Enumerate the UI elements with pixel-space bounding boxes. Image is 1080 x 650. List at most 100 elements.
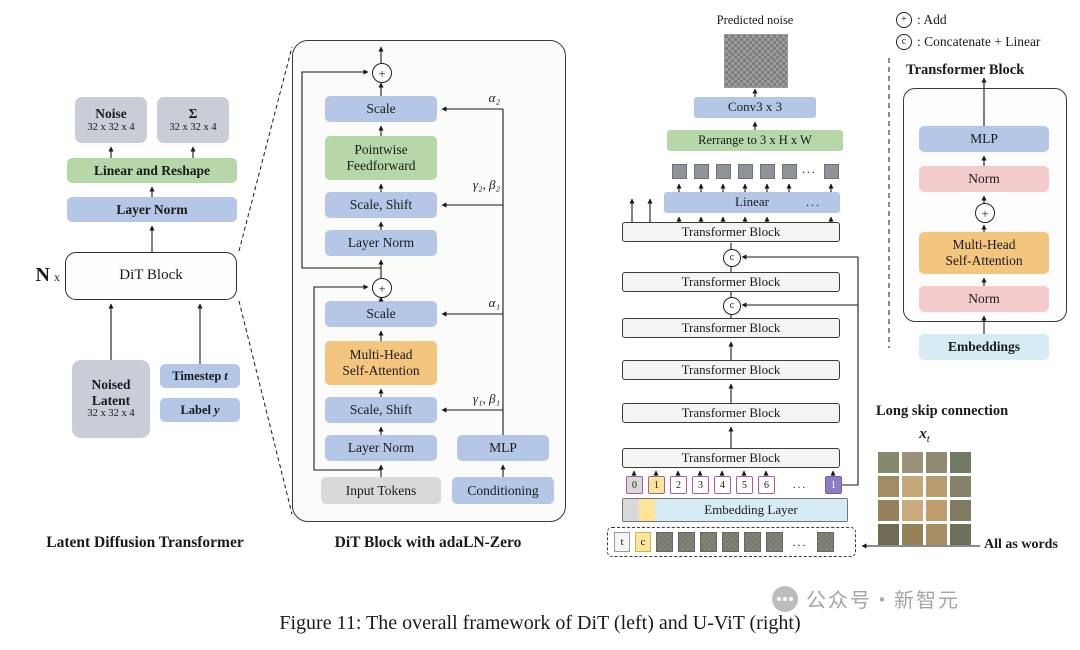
left-caption: Latent Diffusion Transformer	[46, 534, 244, 551]
plus-icon: +	[896, 12, 912, 28]
alpha2-label: α₂	[488, 90, 500, 105]
conditioning-box: Conditioning	[452, 477, 554, 504]
token-6: 6	[758, 476, 775, 494]
rerrange-box: Rerrange to 3 x H x W	[667, 130, 843, 151]
mhsa-line1: Multi-Head	[349, 347, 413, 363]
concat-icon: c	[729, 300, 735, 311]
ellipsis: ...	[792, 479, 808, 491]
detail-norm-bottom-box: Norm	[919, 286, 1049, 312]
pff-line2: Feedforward	[346, 158, 416, 173]
transformer-block-5: Transformer Block	[622, 272, 840, 292]
noise-output-box: Noise 32 x 32 x 4	[75, 97, 147, 143]
pff-line1: Pointwise	[354, 142, 408, 158]
plus-icon: +	[981, 205, 989, 221]
repeat-x-label: x	[54, 270, 60, 284]
embeddings-box: Embeddings	[919, 334, 1049, 360]
linear-reshape-box: Linear and Reshape	[67, 158, 237, 183]
token-2: 2	[670, 476, 687, 494]
time-token: t	[614, 532, 630, 552]
dit-block-box: DiT Block	[65, 252, 237, 300]
scale-shift-bottom-box: Scale, Shift	[325, 397, 437, 423]
image-patch	[766, 532, 783, 552]
token-0: 0	[626, 476, 643, 494]
noised-latent-dims: 32 x 32 x 4	[87, 408, 135, 420]
xt-base: x	[919, 426, 927, 442]
label-box: Label y	[160, 398, 240, 422]
conv-box: Conv3 x 3	[694, 97, 816, 118]
watermark-logo-icon	[772, 585, 798, 612]
gamma-beta2-label: γ₂, β₂	[472, 177, 500, 192]
detail-mhsa-line1: Multi-Head	[952, 237, 1016, 253]
detail-mhsa-box: Multi-Head Self-Attention	[919, 232, 1049, 274]
timestep-var: t	[224, 368, 228, 383]
dit-detail-caption: DiT Block with adaLN-Zero	[334, 534, 522, 551]
feature-patch	[716, 164, 731, 179]
input-tokens-box: Input Tokens	[321, 477, 441, 504]
legend-concat: c : Concatenate + Linear	[896, 34, 1040, 50]
embedding-seg-cond	[639, 499, 655, 521]
label-var: y	[214, 402, 220, 417]
repeat-n-label: N	[35, 264, 50, 286]
ellipsis: ...	[792, 534, 808, 549]
detail-norm-top-box: Norm	[919, 166, 1049, 192]
transformer-block-2: Transformer Block	[622, 403, 840, 423]
sigma-dims: 32 x 32 x 4	[169, 121, 217, 133]
add-node-mid: +	[372, 278, 392, 298]
layer-norm-bottom-box: Layer Norm	[325, 435, 437, 461]
ellipsis: ...	[802, 162, 817, 176]
concat-node-1: c	[723, 249, 741, 267]
input-words-row: t c ...	[607, 527, 856, 557]
add-node-top: +	[372, 63, 392, 83]
scale-top-box: Scale	[325, 96, 437, 122]
sigma-output-box: Σ 32 x 32 x 4	[157, 97, 229, 143]
pointwise-feedforward-box: Pointwise Feedforward	[325, 136, 437, 180]
image-patch	[722, 532, 739, 552]
detail-mlp-box: MLP	[919, 126, 1049, 152]
repeat-count: N x	[16, 264, 60, 287]
noise-label: Noise	[95, 106, 127, 122]
image-patch	[678, 532, 695, 552]
token-4: 4	[714, 476, 731, 494]
all-as-words-label: All as words	[984, 537, 1058, 552]
input-image-grid	[878, 452, 971, 545]
image-patch	[744, 532, 761, 552]
add-node-detail: +	[975, 203, 995, 223]
feature-patch	[760, 164, 775, 179]
feature-patch	[672, 164, 687, 179]
feature-patch	[782, 164, 797, 179]
mlp-box: MLP	[457, 435, 549, 461]
label-label: Label	[180, 402, 211, 417]
token-3: 3	[692, 476, 709, 494]
detail-mhsa-line2: Self-Attention	[945, 253, 1023, 268]
concat-node-2: c	[723, 297, 741, 315]
xt-sub: t	[926, 433, 930, 445]
image-patch	[700, 532, 717, 552]
mhsa-box: Multi-Head Self-Attention	[325, 341, 437, 385]
embedding-seg-time	[623, 499, 639, 521]
ellipsis: ...	[806, 195, 821, 209]
feature-patch	[738, 164, 753, 179]
predicted-noise-label: Predicted noise	[716, 13, 794, 27]
transformer-block-6: Transformer Block	[622, 222, 840, 242]
transformer-block-3: Transformer Block	[622, 360, 840, 380]
token-row: 0 1 2 3 4 5 6 ... 1	[626, 476, 842, 494]
concat-icon: c	[896, 34, 912, 50]
watermark-text: 公众号・新智元	[806, 590, 960, 612]
linear-box: Linear	[664, 192, 840, 213]
transformer-block-4: Transformer Block	[622, 318, 840, 338]
image-patch	[817, 532, 834, 552]
cond-token: c	[635, 532, 651, 552]
scale-shift-top-box: Scale, Shift	[325, 192, 437, 218]
sigma-label: Σ	[188, 106, 198, 122]
embedding-layer-box: Embedding Layer	[622, 498, 848, 522]
embedding-layer-label: Embedding Layer	[655, 499, 847, 521]
timestep-label: Timestep	[172, 368, 222, 383]
noise-dims: 32 x 32 x 4	[87, 121, 135, 133]
xt-label: xt	[878, 426, 971, 445]
long-skip-label: Long skip connection	[876, 403, 1009, 419]
transformer-block-detail-title: Transformer Block	[906, 62, 1025, 78]
timestep-box: Timestep t	[160, 364, 240, 388]
concat-icon: c	[729, 252, 735, 263]
figure-caption: Figure 11: The overall framework of DiT …	[279, 612, 801, 634]
